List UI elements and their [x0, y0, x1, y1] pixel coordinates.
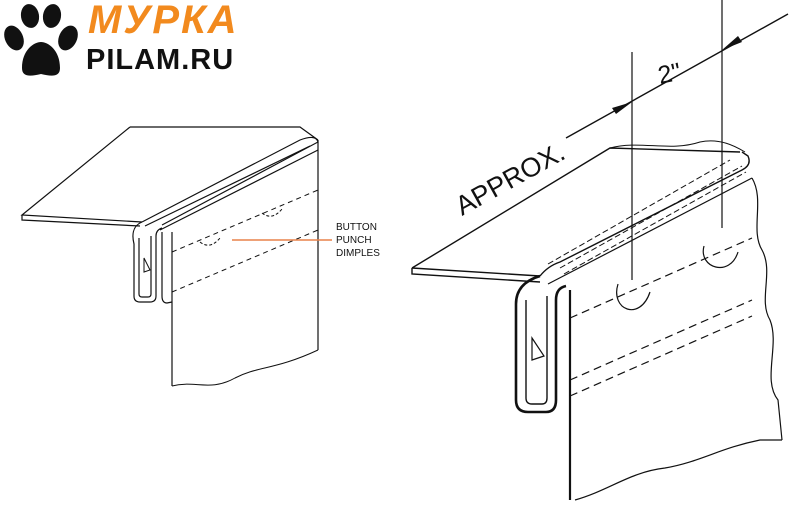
site-logo: МУРКА PILAM.RU	[0, 0, 270, 85]
dimension-arrow	[565, 13, 789, 139]
paw-print-icon	[4, 4, 78, 76]
left-trim-drawing	[20, 126, 319, 387]
callout-line-3: DIMPLES	[336, 248, 380, 259]
brand-domain: PILAM.RU	[86, 44, 235, 76]
brand-name: МУРКА	[88, 0, 239, 42]
callout-line-2: PUNCH	[336, 235, 372, 246]
dimension-label: 2"	[655, 58, 683, 90]
right-trim-drawing	[411, 0, 783, 501]
dimples-callout: BUTTON PUNCH DIMPLES	[336, 222, 380, 259]
callout-line-1: BUTTON	[336, 222, 377, 233]
